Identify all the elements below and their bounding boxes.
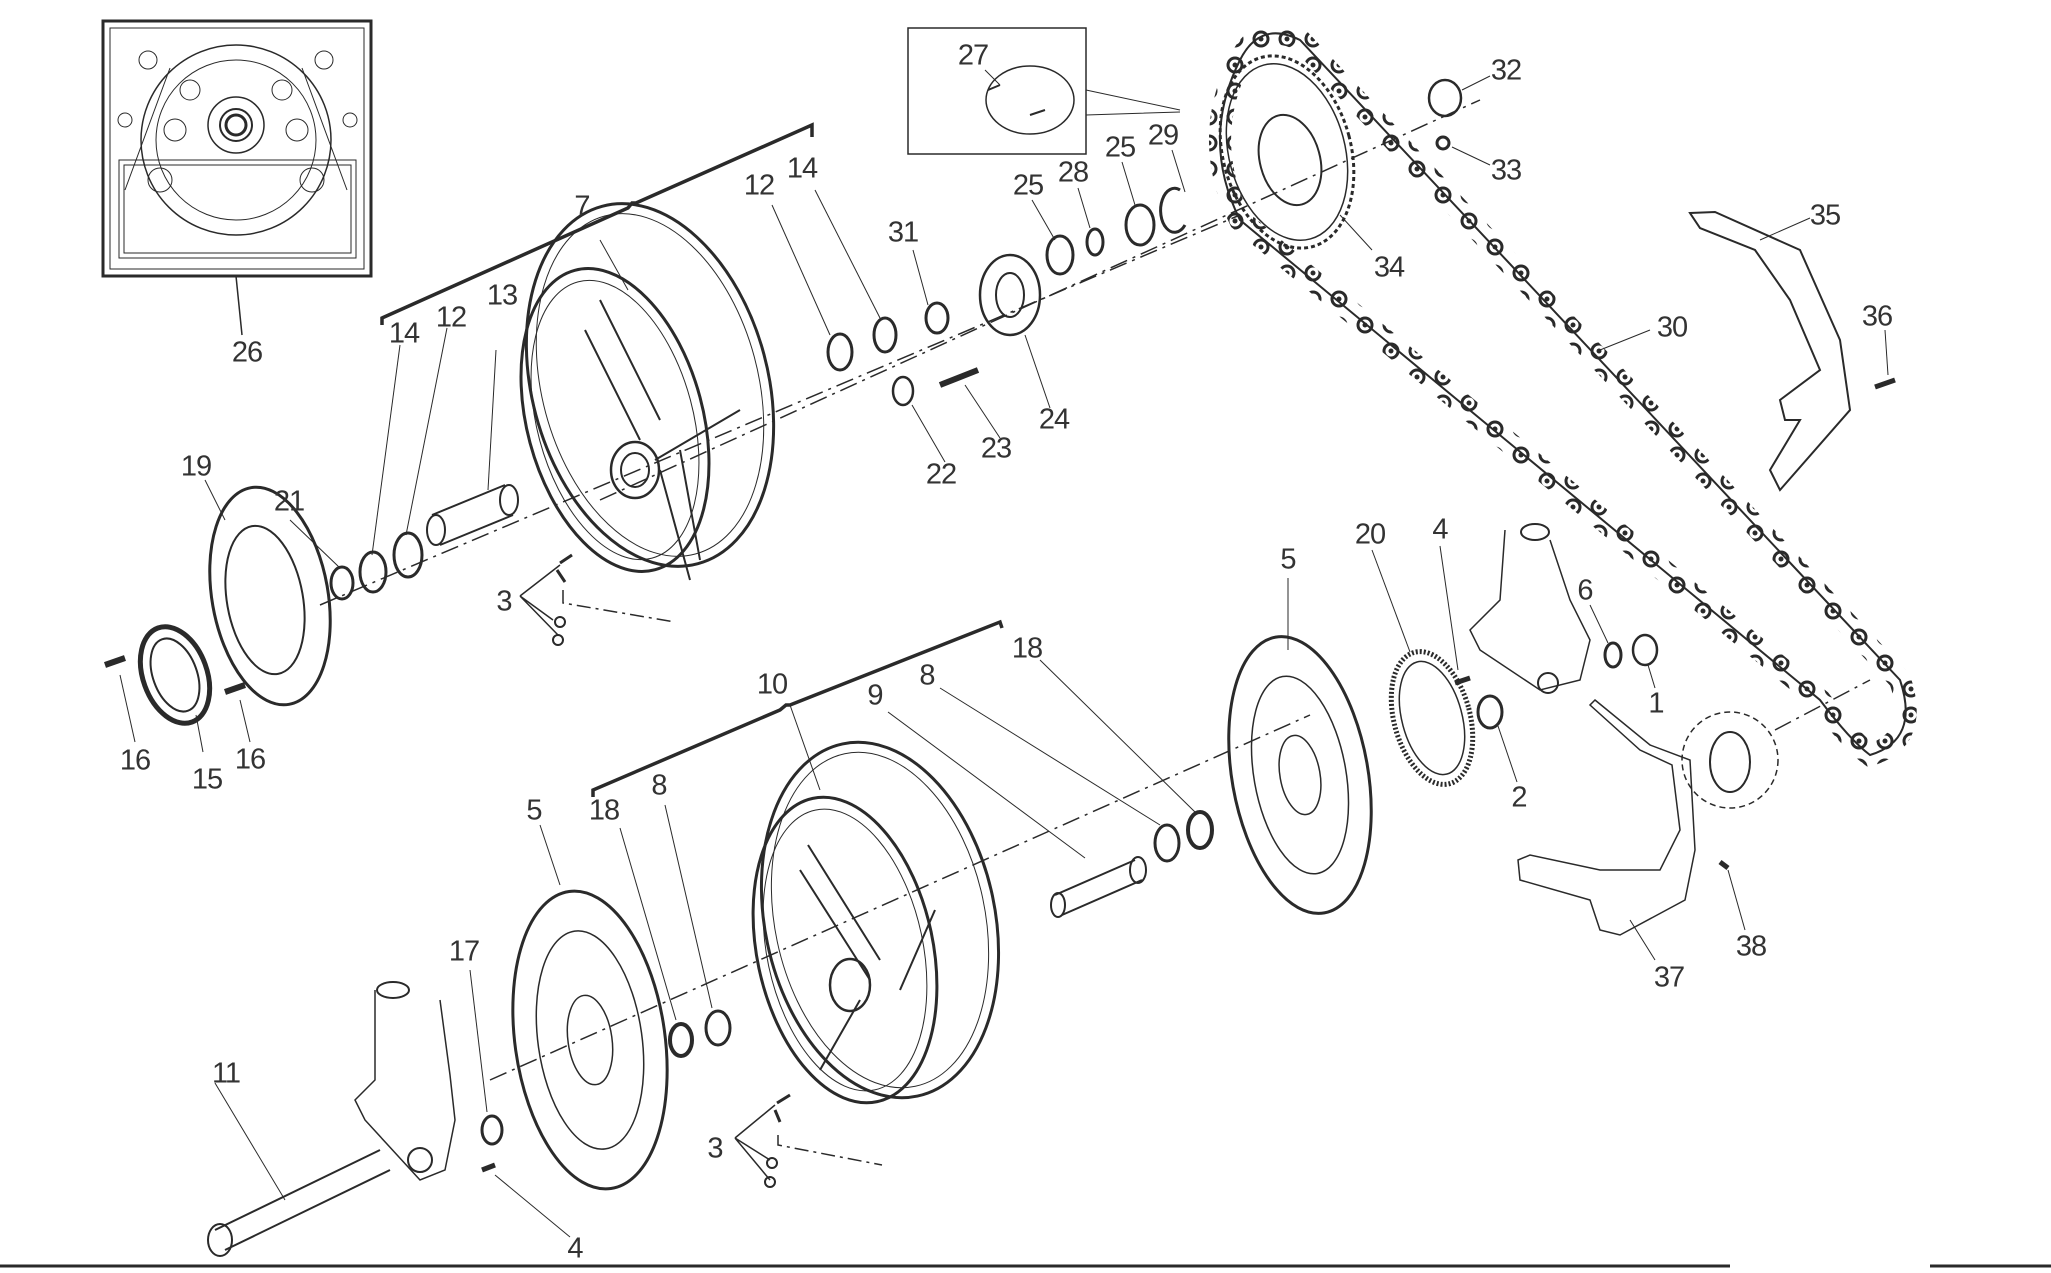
callout-10: 10 (756, 668, 788, 701)
callout-8: 8 (919, 659, 935, 692)
callout-25: 25 (1104, 131, 1136, 164)
callout-9: 9 (867, 679, 883, 712)
front-axle (207, 1082, 391, 1257)
callout-30: 30 (1656, 311, 1688, 344)
rear-brake-disc (204, 479, 332, 707)
callout-6: 6 (1577, 574, 1593, 607)
left-fork-leg (354, 981, 456, 1181)
callout-22: 22 (925, 458, 957, 491)
chain-joint-inset (907, 27, 1181, 155)
rear-sprocket (1218, 54, 1373, 251)
front-wheel-group-bar (591, 619, 1004, 797)
rear-wheel-group-bar (380, 122, 814, 325)
callout-36: 36 (1861, 300, 1893, 333)
callout-31: 31 (887, 216, 919, 249)
callout-34: 34 (1373, 251, 1405, 284)
callout-24: 24 (1038, 403, 1070, 436)
callout-14: 14 (786, 152, 818, 185)
callout-18: 18 (588, 794, 620, 827)
callout-23: 23 (980, 432, 1012, 465)
callout-37: 37 (1653, 961, 1685, 994)
spacer-tube-13 (426, 349, 519, 546)
callout-21: 21 (273, 485, 305, 518)
callout-5: 5 (526, 794, 542, 827)
callout-35: 35 (1809, 199, 1841, 232)
callout-28: 28 (1057, 156, 1089, 189)
callout-4: 4 (567, 1232, 583, 1265)
callout-5: 5 (1280, 543, 1296, 576)
right-fork-leg (1469, 523, 1591, 694)
front-wheel (751, 704, 1001, 1105)
callout-17: 17 (448, 935, 480, 968)
callout-20: 20 (1354, 518, 1386, 551)
callout-29: 29 (1147, 119, 1179, 152)
callout-1: 1 (1648, 687, 1664, 720)
drive-chain (1209, 22, 1917, 768)
callout-32: 32 (1490, 54, 1522, 87)
callout-27: 27 (957, 39, 989, 72)
callout-33: 33 (1490, 154, 1522, 187)
callout-7: 7 (574, 190, 590, 223)
front-brake-disc-right (1227, 578, 1373, 915)
callout-4: 4 (1432, 513, 1448, 546)
callout-12: 12 (435, 301, 467, 334)
callout-19: 19 (180, 450, 212, 483)
callout-13: 13 (486, 279, 518, 312)
sprocket-carrier (978, 253, 1042, 337)
callout-18: 18 (1011, 632, 1043, 665)
skid-guard (1517, 698, 1746, 961)
callout-3: 3 (496, 585, 512, 618)
callout-16: 16 (234, 743, 266, 776)
callout-8: 8 (651, 769, 667, 802)
inset-sprocket-kit (101, 19, 373, 336)
callout-11: 11 (211, 1057, 241, 1090)
chain-guard (1688, 210, 1896, 492)
callout-14: 14 (388, 317, 420, 350)
callout-16: 16 (119, 744, 151, 777)
callout-15: 15 (191, 763, 223, 796)
callout-3: 3 (707, 1132, 723, 1165)
callout-26: 26 (231, 336, 263, 369)
callout-25: 25 (1012, 169, 1044, 202)
callout-38: 38 (1735, 930, 1767, 963)
rear-wheel (519, 202, 776, 581)
front-brake-disc-left (511, 824, 669, 1191)
callout-12: 12 (743, 169, 775, 202)
callout-2: 2 (1511, 781, 1527, 814)
